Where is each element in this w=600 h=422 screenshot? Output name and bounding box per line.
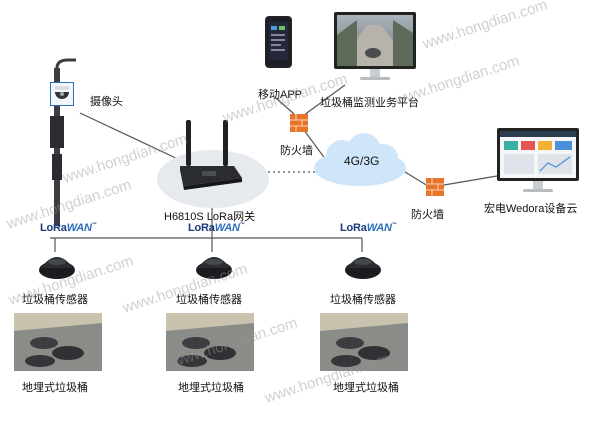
street-pole-icon [50,58,76,226]
monitor-icon [334,12,416,69]
gateway-label: H6810S LoRa网关 [164,211,256,223]
lorawan-badge-1: LoRaWAN™ [40,222,97,234]
wedora-label: 宏电Wedora设备云 [484,203,578,215]
firewall-icon [290,114,308,132]
underground-bin-photo-1 [14,313,102,371]
firewall-2-label: 防火墙 [411,209,444,221]
platform-monitor [334,12,416,82]
lorawan-badge-3: LoRaWAN™ [340,222,397,234]
bin-2-label: 地埋式垃圾桶 [178,382,244,394]
firewall-app-link [275,97,295,115]
sensor-3-label: 垃圾桶传感器 [330,294,396,306]
platform-label: 垃圾桶监测业务平台 [320,97,419,109]
underground-bin-photo-3 [320,313,408,371]
bin-1-label: 地埋式垃圾桶 [22,382,88,394]
smartphone-icon [265,16,292,68]
cloud-label: 4G/3G [344,154,380,168]
cloud-icon [310,132,410,188]
bin-3-label: 地埋式垃圾桶 [333,382,399,394]
firewall-1-label: 防火墙 [280,145,313,157]
mobile-app-label: 移动APP [258,89,303,101]
lorawan-badge-2: LoRaWAN™ [188,222,245,234]
camera-link [79,112,181,161]
router-icon [172,118,248,194]
camera-label: 摄像头 [90,96,123,108]
wedora-monitor [497,128,579,194]
firewall-platform-link [299,84,346,119]
monitor-icon [497,128,579,181]
sensor-icon [343,250,383,280]
sensor-1-label: 垃圾桶传感器 [22,294,88,306]
firewall-icon [426,178,444,196]
camera-icon [50,82,74,106]
sensor-icon [194,250,234,280]
street-pole [38,58,78,228]
cloud-firewall2-link [404,171,429,187]
underground-bin-photo-2 [166,313,254,371]
sensor-2-label: 垃圾桶传感器 [176,294,242,306]
firewall2-wedora-link [437,175,498,187]
sensor-icon [37,250,77,280]
